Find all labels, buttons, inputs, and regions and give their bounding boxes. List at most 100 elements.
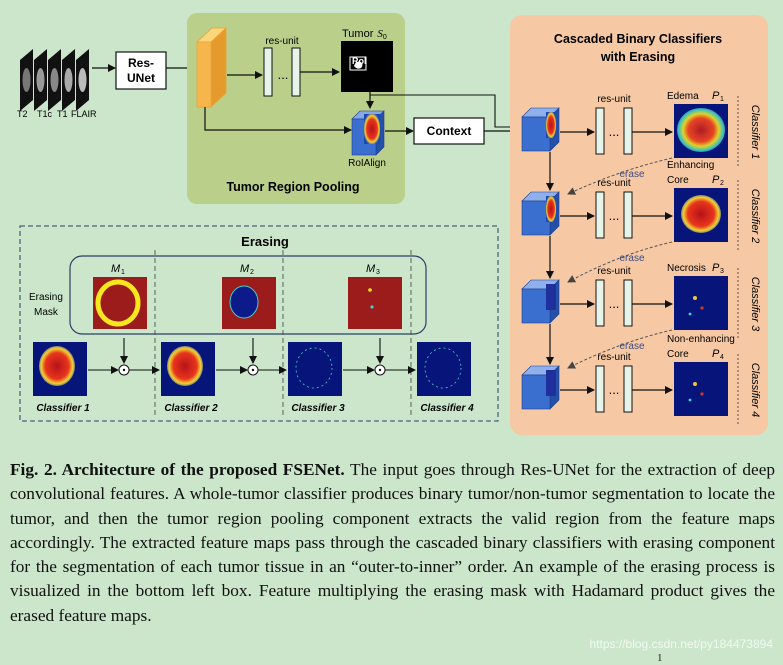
classifier-side-label: Classifier 4: [749, 363, 761, 417]
erase-dashed-arrow: [567, 329, 673, 369]
mask-symbol: M: [111, 263, 121, 275]
resunit-label: res-unit: [597, 352, 631, 363]
feature-trace: [424, 347, 462, 389]
output-label: Enhancing: [667, 160, 714, 171]
output-label: Necrosis: [667, 263, 706, 274]
caption-text: The input goes through Res-UNet for the …: [10, 460, 776, 625]
erasing-mask-label-1: Erasing: [29, 292, 63, 303]
roialign-cube: [351, 110, 385, 156]
output-subscript: 3: [720, 268, 724, 275]
erase-label: erase: [619, 169, 644, 180]
cube-seg: [546, 370, 556, 396]
resunet-label-2: UNet: [127, 71, 155, 85]
classifier-side-label: Classifier 3: [749, 277, 761, 332]
mask-speck: [368, 288, 372, 292]
output-subscript: 4: [720, 354, 724, 361]
page-number: 1: [657, 652, 663, 664]
resunit-dots: ...: [609, 124, 620, 139]
output-symbol: P: [712, 348, 720, 360]
resunet-box: [115, 51, 167, 90]
pooling-resunit-bar-1: [263, 47, 273, 97]
figure-caption: Fig. 2. Architecture of the proposed FSE…: [10, 458, 775, 628]
resunit-bar-1: [595, 191, 605, 239]
erasing-title: Erasing: [241, 234, 289, 249]
roi-label: RoI: [352, 56, 367, 66]
mask-symbol: M: [366, 263, 376, 275]
mask-group-box: [69, 255, 427, 335]
resunit-label: res-unit: [597, 94, 631, 105]
pooling-resunit-label: res-unit: [265, 36, 299, 47]
feature-tumor: [39, 346, 75, 386]
output-label: Edema: [667, 91, 699, 102]
erasing-classifier-label: Classifier 3: [291, 403, 345, 414]
architecture-diagram: T2 T1c T1 FLAIR Res- UNet Tumor Region P…: [17, 13, 768, 435]
roi-box: [349, 56, 367, 71]
context-box: [413, 117, 485, 145]
mask-speck: [370, 305, 374, 309]
input-mri-stack: [20, 49, 89, 111]
resunet-label-1: Res-: [128, 56, 154, 70]
output-speck: [693, 382, 697, 386]
output-segmentation: [677, 108, 725, 152]
hadamard-dot: [122, 368, 126, 372]
feature-map-block: [195, 27, 228, 108]
watermark: https://blog.csdn.net/py184473894: [589, 637, 773, 651]
output-label: Non-enhancing: [667, 334, 735, 345]
pooling-dots: ...: [278, 67, 289, 82]
resunit-dots: ...: [609, 382, 620, 397]
output-label-2: Core: [667, 175, 689, 186]
feature-tumor: [167, 346, 203, 386]
output-speck: [700, 306, 704, 310]
input-label-t2: T2: [17, 109, 28, 119]
feature-trace: [295, 347, 333, 389]
resunit-label: res-unit: [597, 178, 631, 189]
cube-seg: [546, 112, 556, 138]
output-speck: [700, 392, 704, 396]
input-label-t1: T1: [57, 109, 68, 119]
context-label: Context: [427, 124, 472, 138]
cascade-title-2: with Erasing: [600, 50, 675, 64]
arrow-tumor-classifier1: [370, 94, 521, 131]
classifier-side-label: Classifier 2: [749, 189, 761, 243]
cube-seg: [546, 196, 556, 222]
arrow-feature-roialign: [204, 107, 352, 134]
cube-seg: [546, 284, 556, 310]
erasing-classifier-label: Classifier 1: [36, 403, 90, 414]
resunit-bar-2: [623, 191, 633, 239]
resunit-bar-1: [595, 365, 605, 413]
erase-label: erase: [619, 253, 644, 264]
mask-subscript: 3: [376, 269, 380, 276]
mask-subscript: 1: [121, 269, 125, 276]
cube-front: [521, 200, 551, 236]
output-subscript: 1: [720, 96, 724, 103]
output-symbol: P: [712, 262, 720, 274]
mask-blob: [229, 285, 259, 319]
output-speck: [693, 296, 697, 300]
resunit-bar-2: [623, 365, 633, 413]
mask-image-3: [348, 277, 402, 329]
feature-image-4: [417, 342, 471, 396]
output-segmentation: [681, 195, 721, 233]
roialign-label: RoIAlign: [348, 158, 386, 169]
resunit-bar-1: [595, 107, 605, 155]
output-label-2: Core: [667, 349, 689, 360]
cube-front: [521, 116, 551, 152]
pooling-title: Tumor Region Pooling: [226, 180, 359, 194]
output-speck: [688, 312, 692, 316]
cube-front: [521, 288, 551, 324]
resunit-bar-2: [623, 279, 633, 327]
output-image: [674, 276, 728, 330]
erasing-box: [19, 225, 499, 422]
output-speck: [688, 398, 692, 402]
erase-dashed-arrow: [567, 157, 673, 195]
resunit-dots: ...: [609, 296, 620, 311]
resunit-bar-1: [595, 279, 605, 327]
erase-label: erase: [619, 341, 644, 352]
mask-ring: [95, 279, 141, 327]
erasing-classifier-label: Classifier 2: [164, 403, 218, 414]
